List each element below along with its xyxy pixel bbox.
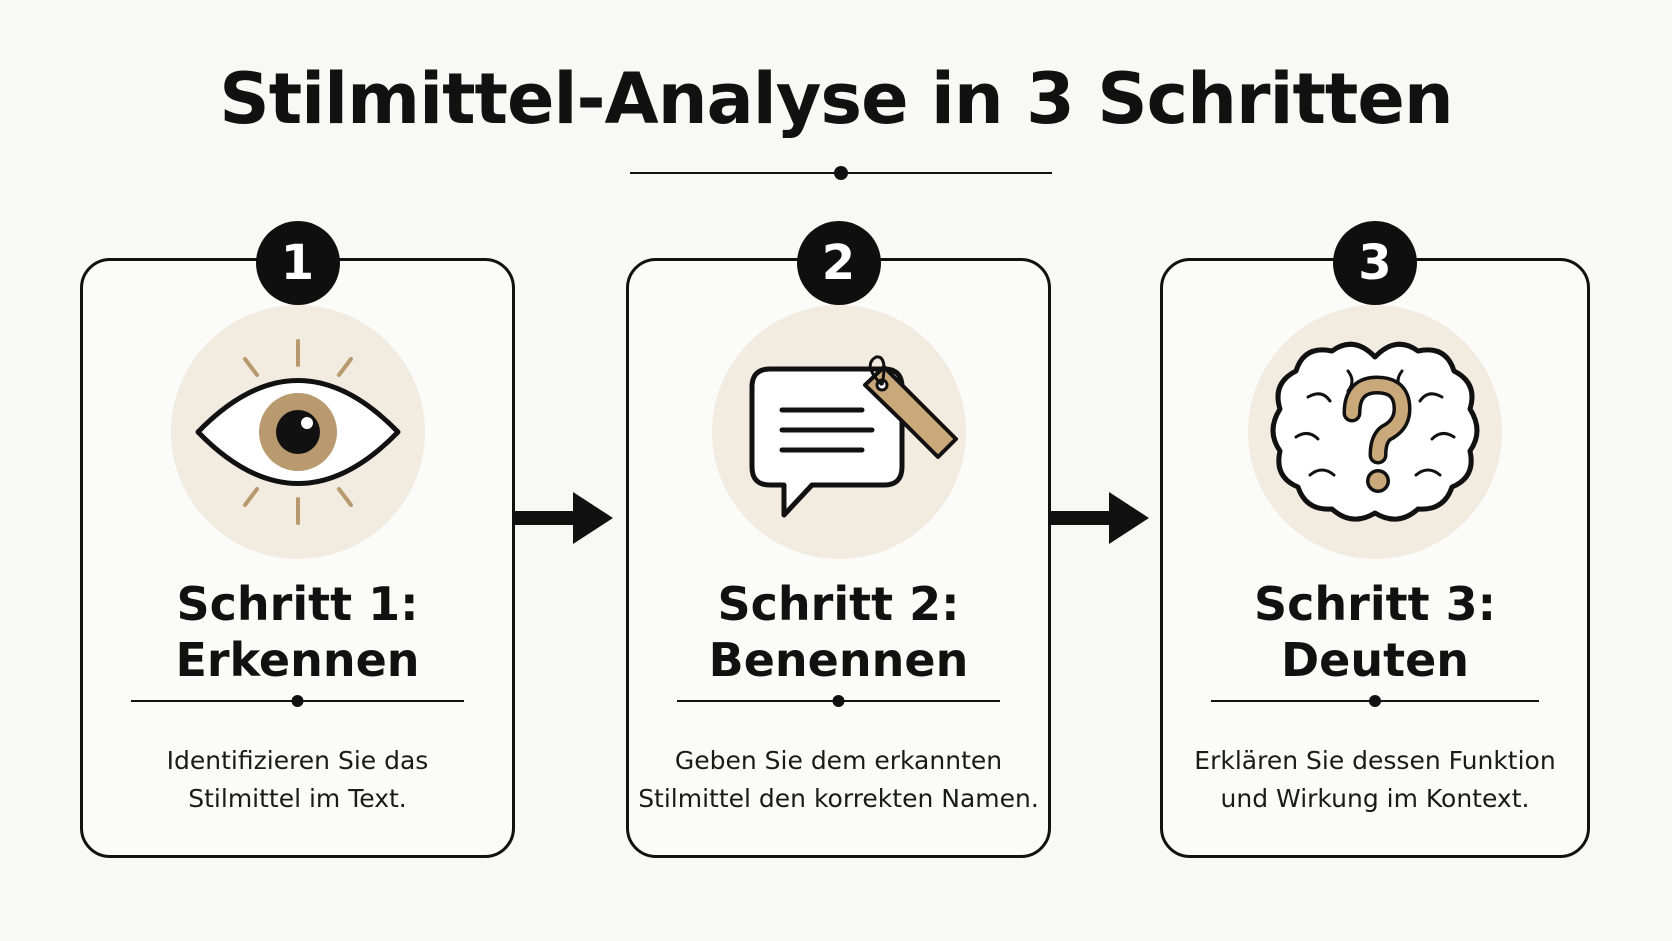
description-line: Identifizieren Sie das <box>166 746 429 775</box>
step-label: Schritt 3: <box>1254 577 1496 631</box>
title-divider <box>630 166 1052 180</box>
step-description: Geben Sie dem erkannten Stilmittel den k… <box>629 742 1048 818</box>
arrow-right-icon <box>1049 492 1149 544</box>
step-title: Schritt 1: Erkennen <box>83 576 512 688</box>
step-card-1: 1 Schritt 1: Erkennen Identifizieren Sie… <box>80 221 515 858</box>
brain-question-icon <box>1270 341 1480 522</box>
description-line: Stilmittel im Text. <box>188 784 407 813</box>
eye-icon <box>195 339 400 525</box>
step-name: Deuten <box>1280 633 1470 687</box>
card-divider <box>1211 695 1539 707</box>
step-description: Identifizieren Sie das Stilmittel im Tex… <box>83 742 512 818</box>
icon-circle <box>711 305 966 559</box>
card-divider <box>131 695 464 707</box>
icon-circle <box>170 305 425 559</box>
description-line: Erklären Sie dessen Funktion <box>1194 746 1556 775</box>
description-line: Geben Sie dem erkannten <box>674 746 1003 775</box>
description-line: und Wirkung im Kontext. <box>1220 784 1530 813</box>
step-title: Schritt 2: Benennen <box>629 576 1048 688</box>
step-description: Erklären Sie dessen Funktion und Wirkung… <box>1163 742 1587 818</box>
arrow-right-icon <box>513 492 613 544</box>
card-divider <box>677 695 1000 707</box>
description-line: Stilmittel den korrekten Namen. <box>638 784 1039 813</box>
icon-circle <box>1248 305 1502 559</box>
step-label: Schritt 1: <box>176 577 419 631</box>
step-title: Schritt 3: Deuten <box>1163 576 1587 688</box>
step-number-badge: 3 <box>1333 221 1417 305</box>
step-label: Schritt 2: <box>717 577 960 631</box>
step-card-3: 3 Schritt 3: Deuten Erklär <box>1160 221 1590 858</box>
step-name: Erkennen <box>175 633 420 687</box>
page-title: Stilmittel-Analyse in 3 Schritten <box>219 58 1453 140</box>
step-number-badge: 1 <box>255 221 340 305</box>
step-card-2: 2 Schritt 2: Benennen Geben Sie dem erka… <box>626 221 1051 858</box>
speech-bubble-tag-icon <box>749 355 958 518</box>
step-name: Benennen <box>708 633 969 687</box>
step-number-badge: 2 <box>796 221 881 305</box>
